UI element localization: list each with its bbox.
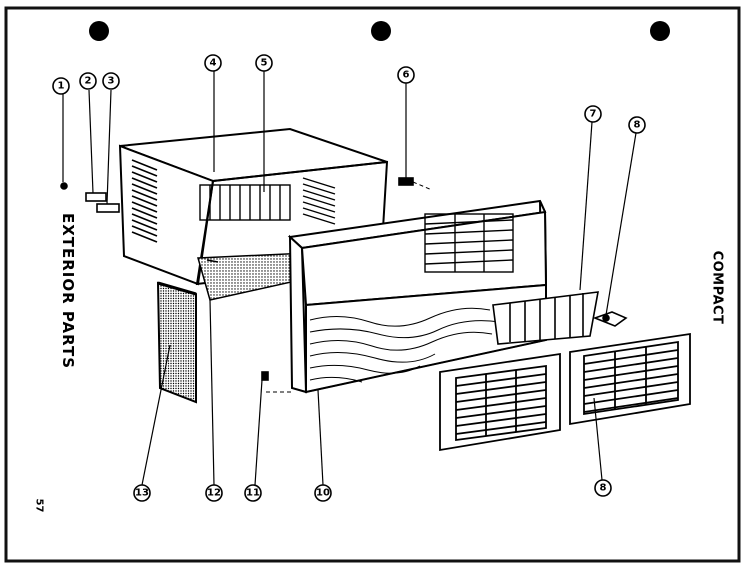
callout-11: 11: [244, 484, 262, 502]
mounting-hardware: [60, 177, 414, 381]
svg-text:2: 2: [85, 76, 92, 87]
grille-right: [569, 332, 691, 426]
svg-text:1: 1: [58, 81, 65, 92]
svg-text:3: 3: [108, 76, 115, 87]
svg-text:6: 6: [403, 70, 410, 81]
svg-text:8: 8: [634, 120, 641, 131]
grille-left: [439, 352, 561, 452]
page-title: EXTERIOR PARTS: [59, 212, 78, 370]
callout-10: 10: [314, 484, 332, 502]
callout-5: 5: [255, 54, 273, 72]
callout-8-bottom: 8: [594, 479, 612, 497]
callout-7: 7: [584, 105, 602, 123]
front-frame: [287, 199, 548, 394]
binder-hole: [371, 21, 391, 41]
page-number: 57: [33, 498, 45, 513]
cabinet: [118, 127, 389, 286]
callout-1: 1: [52, 77, 70, 95]
cabinet-side-louvers: [131, 159, 158, 243]
svg-text:4: 4: [210, 58, 217, 69]
model-label: COMPACT: [709, 250, 725, 325]
svg-text:5: 5: [261, 58, 268, 69]
svg-text:12: 12: [207, 488, 221, 499]
callout-2: 2: [79, 72, 97, 90]
callout-13: 13: [133, 484, 151, 502]
binder-hole: [650, 21, 670, 41]
leader-lines: [62, 71, 637, 486]
svg-text:13: 13: [135, 488, 149, 499]
page-border: [4, 6, 741, 563]
svg-text:11: 11: [246, 488, 260, 499]
assembly-guides: [266, 181, 433, 393]
callout-3: 3: [102, 72, 120, 90]
binder-hole: [89, 21, 109, 41]
callout-6: 6: [397, 66, 415, 84]
svg-text:7: 7: [590, 109, 597, 120]
side-panel: [156, 281, 197, 404]
callout-12: 12: [205, 484, 223, 502]
callout-4: 4: [204, 54, 222, 72]
air-filter: [492, 291, 599, 345]
svg-text:10: 10: [316, 488, 330, 499]
control-bracket: [592, 311, 628, 327]
svg-text:8: 8: [600, 483, 607, 494]
cabinet-rear-louvers: [199, 177, 336, 225]
callout-8-top: 8: [628, 116, 646, 134]
